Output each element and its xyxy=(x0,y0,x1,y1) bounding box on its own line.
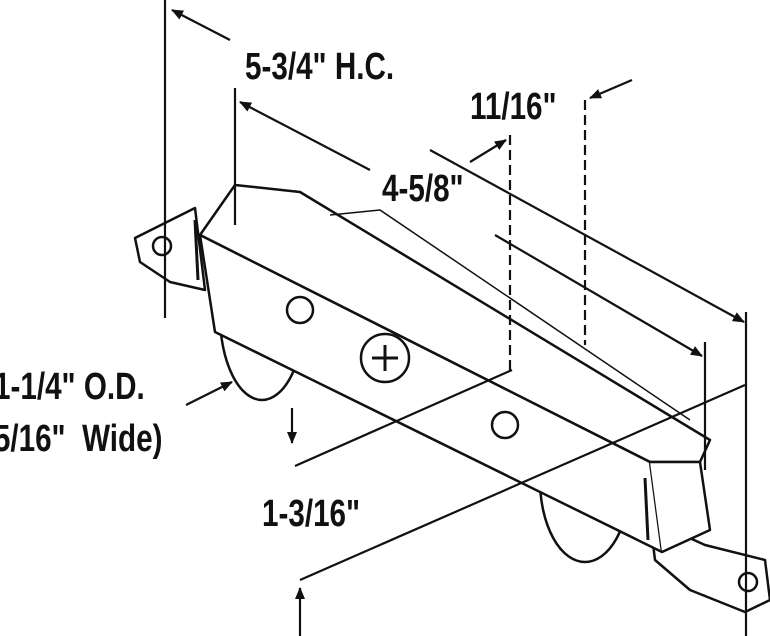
right-mounting-hole xyxy=(737,571,759,593)
dimension-length-arrow-left xyxy=(239,101,371,171)
front-plate-hole-right xyxy=(490,410,520,440)
label-housing-length: 4-5/8" xyxy=(382,168,464,210)
label-wheel-width: (5/16" Wide) xyxy=(0,418,163,460)
dimension-flange-arrow-right xyxy=(589,78,633,100)
dimension-wheel-arrow xyxy=(185,381,233,406)
dimension-hc-arrow-left xyxy=(171,9,231,41)
front-plate-hole-left xyxy=(285,295,315,325)
dimension-hc-arrow-right xyxy=(429,149,745,323)
dimension-length-arrow-right xyxy=(494,234,703,357)
label-flange-width: 11/16" xyxy=(470,86,557,128)
left-mounting-hole xyxy=(151,235,173,257)
label-wheel-offset: 1-3/16" xyxy=(262,493,361,535)
dimension-flange-arrow-left xyxy=(469,139,507,163)
label-hole-centers: 5-3/4" H.C. xyxy=(245,46,395,88)
label-wheel-diameter: 1-1/4" O.D. xyxy=(0,366,145,408)
